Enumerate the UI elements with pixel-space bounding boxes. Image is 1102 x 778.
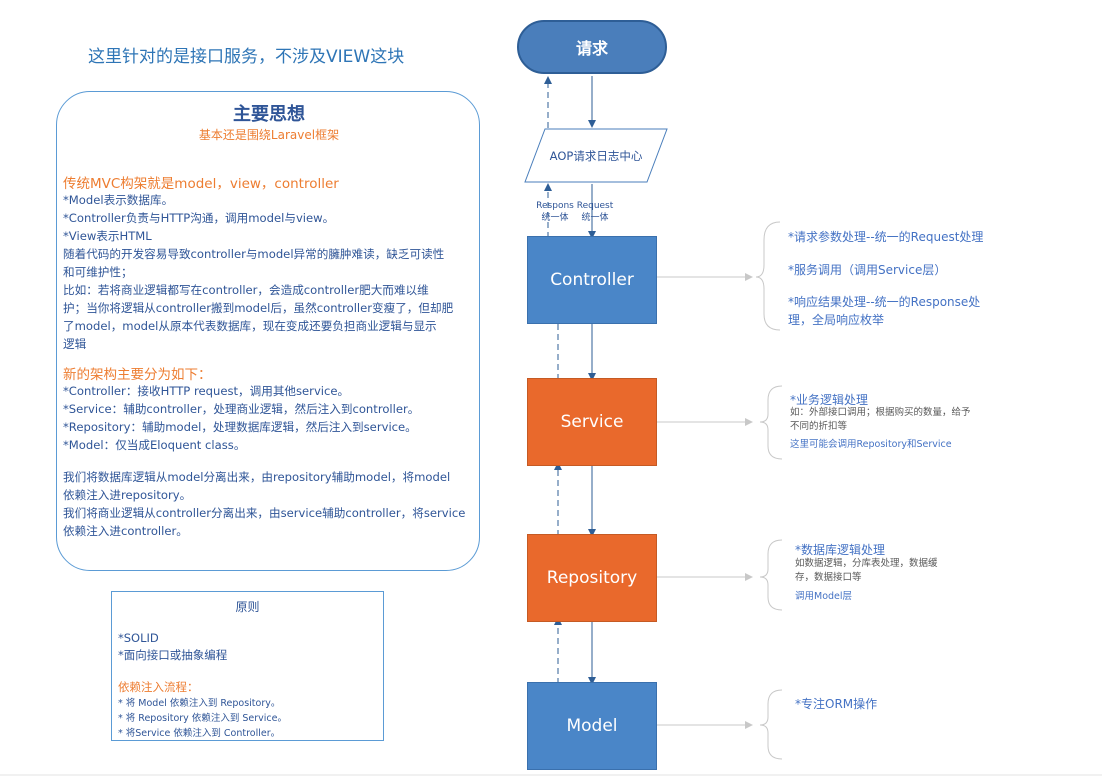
new-architecture-line: *Controller：接收HTTP request，调用其他service。: [63, 384, 350, 398]
model-node: Model: [527, 682, 657, 770]
aop-log-center-label: AOP请求日志中心: [549, 149, 643, 163]
controller-note: 理，全局响应枚举: [788, 313, 885, 327]
service-note-detail: 不同的折扣等: [790, 421, 848, 432]
repository-note-detail: 存，数据接口等: [795, 572, 862, 583]
main-idea-title: 主要思想: [233, 104, 305, 125]
request-node: 请求: [517, 20, 667, 74]
service-note-detail: 如：外部接口调用；根据购买的数量，给予: [790, 407, 971, 418]
new-architecture-heading: 新的架构主要分为如下：: [63, 367, 212, 383]
mvc-heading: 传统MVC构架就是model，view，controller: [63, 176, 339, 192]
di-heading: 依赖注入流程：: [118, 680, 199, 694]
controller-node: Controller: [527, 236, 657, 324]
service-node: Service: [527, 378, 657, 466]
principle-item: *SOLID: [118, 631, 159, 645]
di-item: * 将 Repository 依赖注入到 Service。: [118, 713, 287, 724]
mvc-line: 护；当你将逻辑从controller搬到model后，虽然controller变…: [63, 301, 454, 315]
controller-note: *服务调用（调用Service层）: [788, 263, 947, 277]
di-item: * 将Service 依赖注入到 Controller。: [118, 728, 281, 739]
mvc-line: *Model表示数据库。: [63, 193, 174, 207]
controller-note: *请求参数处理--统一的Request处理: [788, 230, 984, 244]
principle-item: *面向接口或抽象编程: [118, 648, 228, 662]
mvc-line: 逻辑: [63, 337, 87, 351]
mvc-line: 比如：若将商业逻辑都写在controller，会造成controller肥大而难…: [63, 283, 429, 297]
summary-line: 我们将商业逻辑从controller分离出来，由service辅助control…: [63, 506, 466, 520]
repository-note-title: *数据库逻辑处理: [795, 543, 886, 557]
mvc-line: 和可维护性；: [63, 265, 133, 279]
aop-shape: [524, 128, 668, 183]
summary-line: 我们将数据库逻辑从model分离出来，由repository辅助model，将m…: [63, 470, 451, 484]
mvc-line: *View表示HTML: [63, 229, 152, 243]
principle-title: 原则: [235, 600, 260, 614]
mvc-line: 随着代码的开发容易导致controller与model异常的臃肿难读，缺乏可读性: [63, 247, 445, 261]
di-item: * 将 Model 依赖注入到 Repository。: [118, 698, 281, 709]
new-architecture-line: *Model：仅当成Eloquent class。: [63, 438, 246, 452]
main-idea-card: 主要思想 基本还是围绕Laravel框架 传统MVC构架就是model，view…: [56, 91, 480, 571]
summary-line: 依赖注入进repository。: [63, 488, 192, 502]
mvc-line: 了model，model从原本代表数据库，现在变成还要负担商业逻辑与显示: [63, 319, 437, 333]
model-note-title: *专注ORM操作: [795, 697, 878, 711]
repository-note-extra: 调用Model层: [795, 591, 853, 602]
main-idea-subtitle: 基本还是围绕Laravel框架: [198, 128, 340, 142]
page-title: 这里针对的是接口服务，不涉及VIEW这块: [88, 47, 405, 67]
service-note-title: *业务逻辑处理: [790, 393, 869, 407]
controller-note: *响应结果处理--统一的Response处: [788, 295, 981, 309]
repository-note-detail: 如数据逻辑，分库表处理，数据缓: [795, 558, 938, 569]
repository-node: Repository: [527, 534, 657, 622]
mvc-line: *Controller负责与HTTP沟通，调用model与view。: [63, 211, 335, 225]
service-note-extra: 这里可能会调用Repository和Service: [790, 439, 952, 450]
new-architecture-line: *Service：辅助controller，处理商业逻辑，然后注入到contro…: [63, 402, 420, 416]
new-architecture-line: *Repository：辅助model，处理数据库逻辑，然后注入到service…: [63, 420, 417, 434]
principle-card: 原则 *SOLID *面向接口或抽象编程 依赖注入流程： * 将 Model 依…: [111, 591, 384, 741]
summary-line: 依赖注入进controller。: [63, 524, 188, 538]
